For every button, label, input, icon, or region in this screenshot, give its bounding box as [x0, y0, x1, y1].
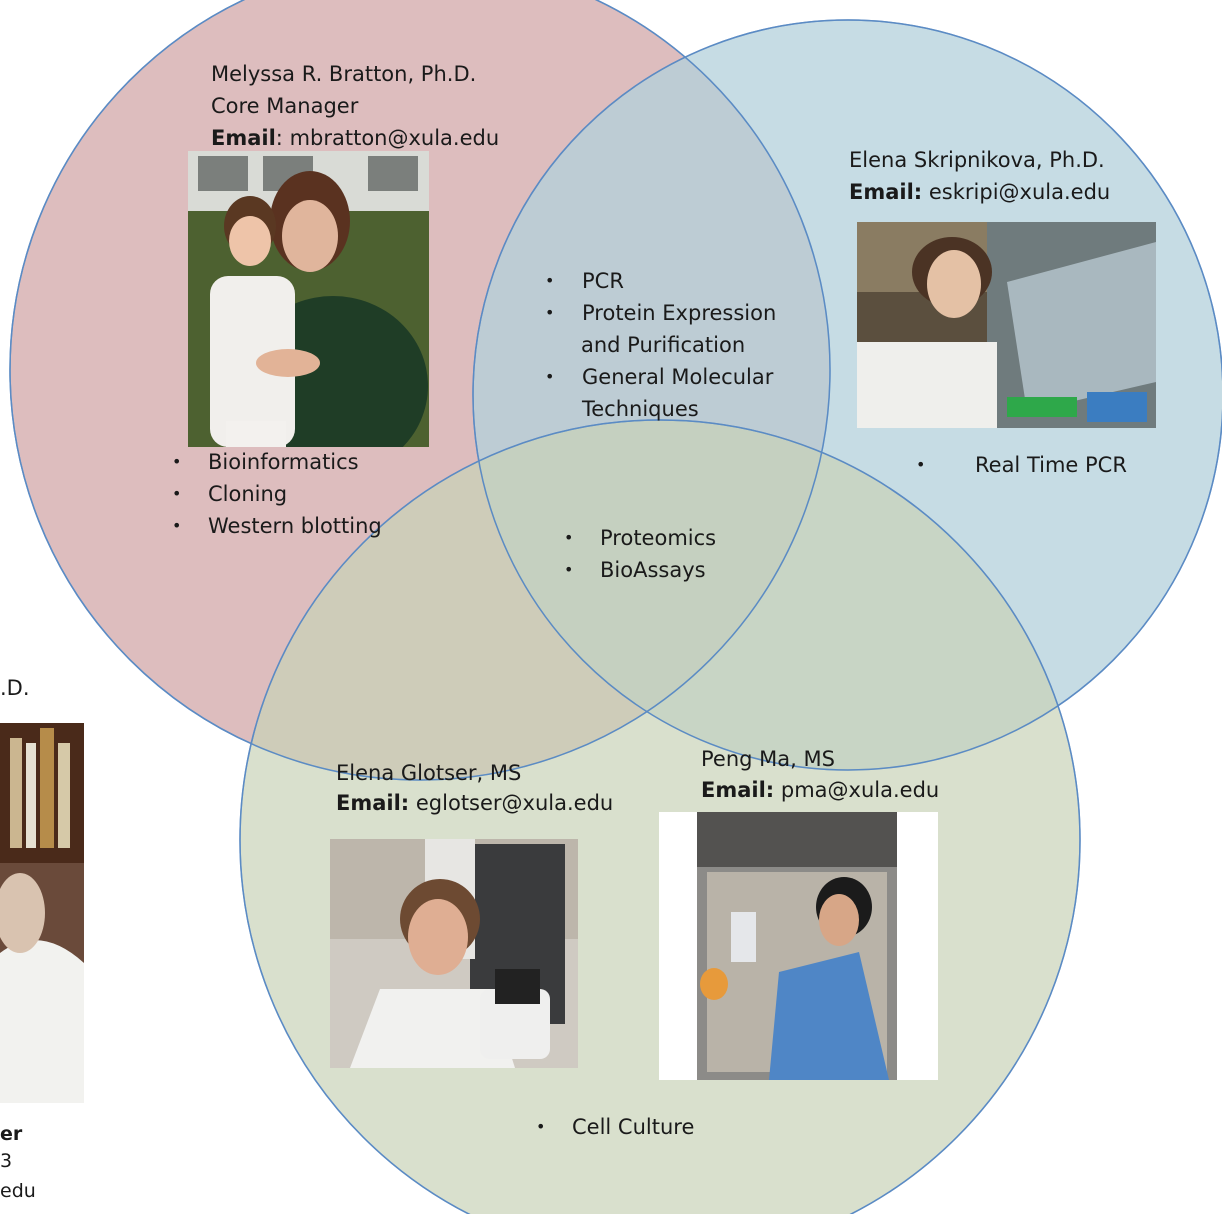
bratton-name: Melyssa R. Bratton, Ph.D.: [211, 62, 477, 86]
skripnikova-email[interactable]: eskripi@xula.edu: [928, 180, 1111, 204]
list-item: Western blotting: [172, 510, 382, 542]
list-item: and Purification: [581, 333, 746, 357]
list-item: General Molecular: [582, 365, 774, 389]
list-item: Proteomics: [564, 522, 716, 554]
list-item: Cell Culture: [536, 1111, 694, 1143]
partial-role: er: [0, 1123, 23, 1145]
lab-portrait-photo-icon: [857, 222, 1156, 428]
glotser-email-line: Email: eglotser@xula.edu: [336, 787, 613, 819]
partial-line2: 3: [0, 1150, 13, 1172]
partial-title: .D.: [0, 676, 30, 700]
list-item: BioAssays: [564, 554, 716, 586]
partial-email: edu: [0, 1180, 36, 1202]
bratton-email-line: Email: mbratton@xula.edu: [211, 122, 499, 154]
bratton-email-label: Email: [211, 126, 276, 150]
glotser-name: Elena Glotser, MS: [336, 761, 522, 785]
bookshelf-portrait-photo-icon: [0, 723, 84, 1103]
center-services: Proteomics BioAssays: [564, 522, 716, 586]
skripnikova-name: Elena Skripnikova, Ph.D.: [849, 148, 1105, 172]
glotser-email-label: Email:: [336, 791, 410, 815]
list-item: Real Time PCR: [916, 449, 1127, 481]
list-item: PCR: [582, 269, 624, 293]
bratton-email[interactable]: mbratton@xula.edu: [289, 126, 500, 150]
skripnikova-email-label: Email:: [849, 180, 923, 204]
blue-only-services: Real Time PCR: [916, 449, 1127, 481]
glotser-email[interactable]: eglotser@xula.edu: [415, 791, 614, 815]
bratton-role: Core Manager: [211, 94, 359, 118]
ma-email-label: Email:: [701, 778, 775, 802]
bratton-email-sep: :: [275, 126, 283, 150]
green-only-services: Cell Culture: [536, 1111, 694, 1143]
ma-name: Peng Ma, MS: [701, 747, 835, 771]
list-item: Bioinformatics: [172, 446, 382, 478]
red-only-services: Bioinformatics Cloning Western blotting: [172, 446, 382, 542]
list-item: Techniques: [582, 397, 699, 421]
pipette-portrait-photo-icon: [659, 812, 938, 1080]
microscope-portrait-photo-icon: [330, 839, 578, 1068]
skripnikova-email-line: Email: eskripi@xula.edu: [849, 176, 1110, 208]
portrait-photo-icon: [188, 151, 429, 447]
ma-email[interactable]: pma@xula.edu: [780, 778, 940, 802]
list-item: Cloning: [172, 478, 382, 510]
list-item: Protein Expression: [582, 301, 777, 325]
ma-email-line: Email: pma@xula.edu: [701, 774, 939, 806]
